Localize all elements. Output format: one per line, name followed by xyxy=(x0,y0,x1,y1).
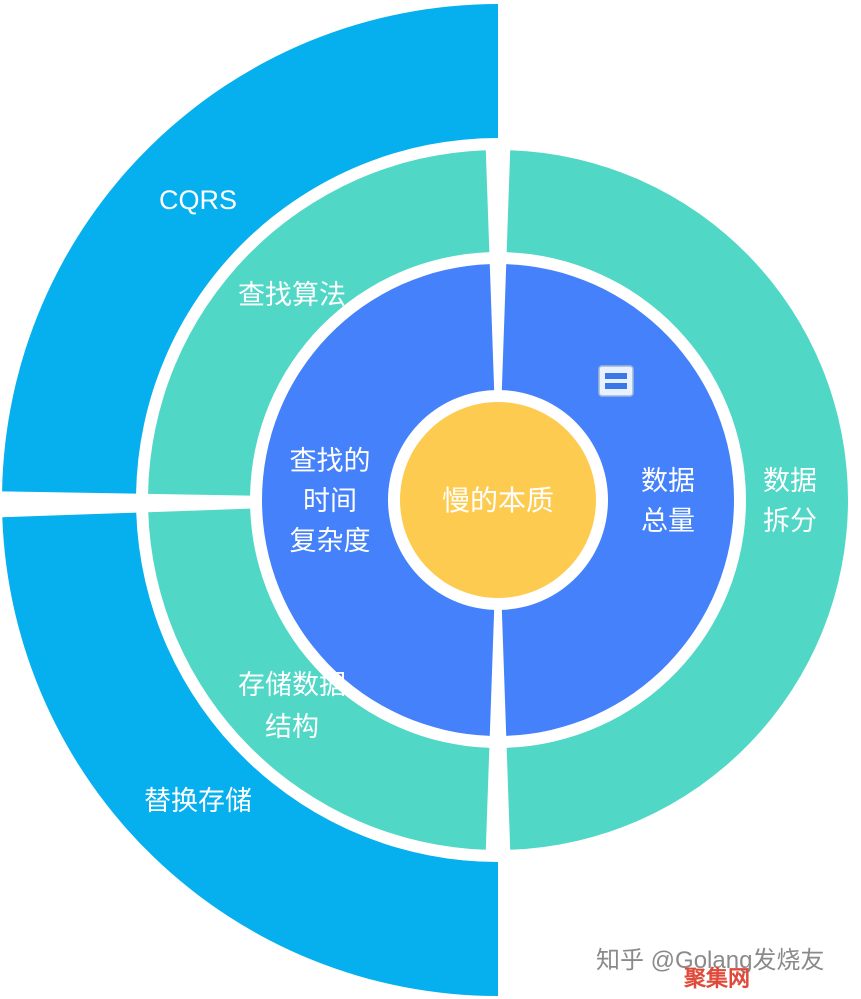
middle-right-line-1: 数据 xyxy=(763,466,817,496)
middle-right-line-2: 拆分 xyxy=(763,506,817,536)
middle-segment-search-algorithm xyxy=(148,150,490,496)
middle-segment-data-split xyxy=(506,150,849,850)
center-label: 慢的本质 xyxy=(442,485,554,516)
inner-segment-data-volume xyxy=(501,264,735,736)
inner-right-line-1: 数据 xyxy=(641,466,695,496)
note-icon[interactable] xyxy=(598,365,634,397)
inner-right-line-2: 总量 xyxy=(641,506,695,536)
outer-bottom-label: 替换存储 xyxy=(144,786,252,816)
watermark-text: 知乎 @Golang发烧友 xyxy=(596,947,824,974)
center-circle xyxy=(400,402,596,598)
inner-left-line-1: 查找的 xyxy=(290,446,371,476)
outer-top-label: CQRS xyxy=(159,185,237,215)
outer-segment-replace-storage xyxy=(2,512,498,996)
outer-segment-cqrs xyxy=(2,4,499,494)
middle-segment-storage-structure xyxy=(148,508,490,850)
middle-bottom-left-line-1: 存储数据 xyxy=(238,670,346,700)
inner-segment-search-complexity xyxy=(261,264,495,736)
middle-bottom-left-line-2: 结构 xyxy=(265,712,319,742)
middle-top-left-label: 查找算法 xyxy=(238,280,346,310)
inner-left-line-2: 时间 xyxy=(303,486,357,516)
watermark-overlay: 聚集网 xyxy=(683,966,750,991)
inner-left-line-3: 复杂度 xyxy=(290,526,371,556)
